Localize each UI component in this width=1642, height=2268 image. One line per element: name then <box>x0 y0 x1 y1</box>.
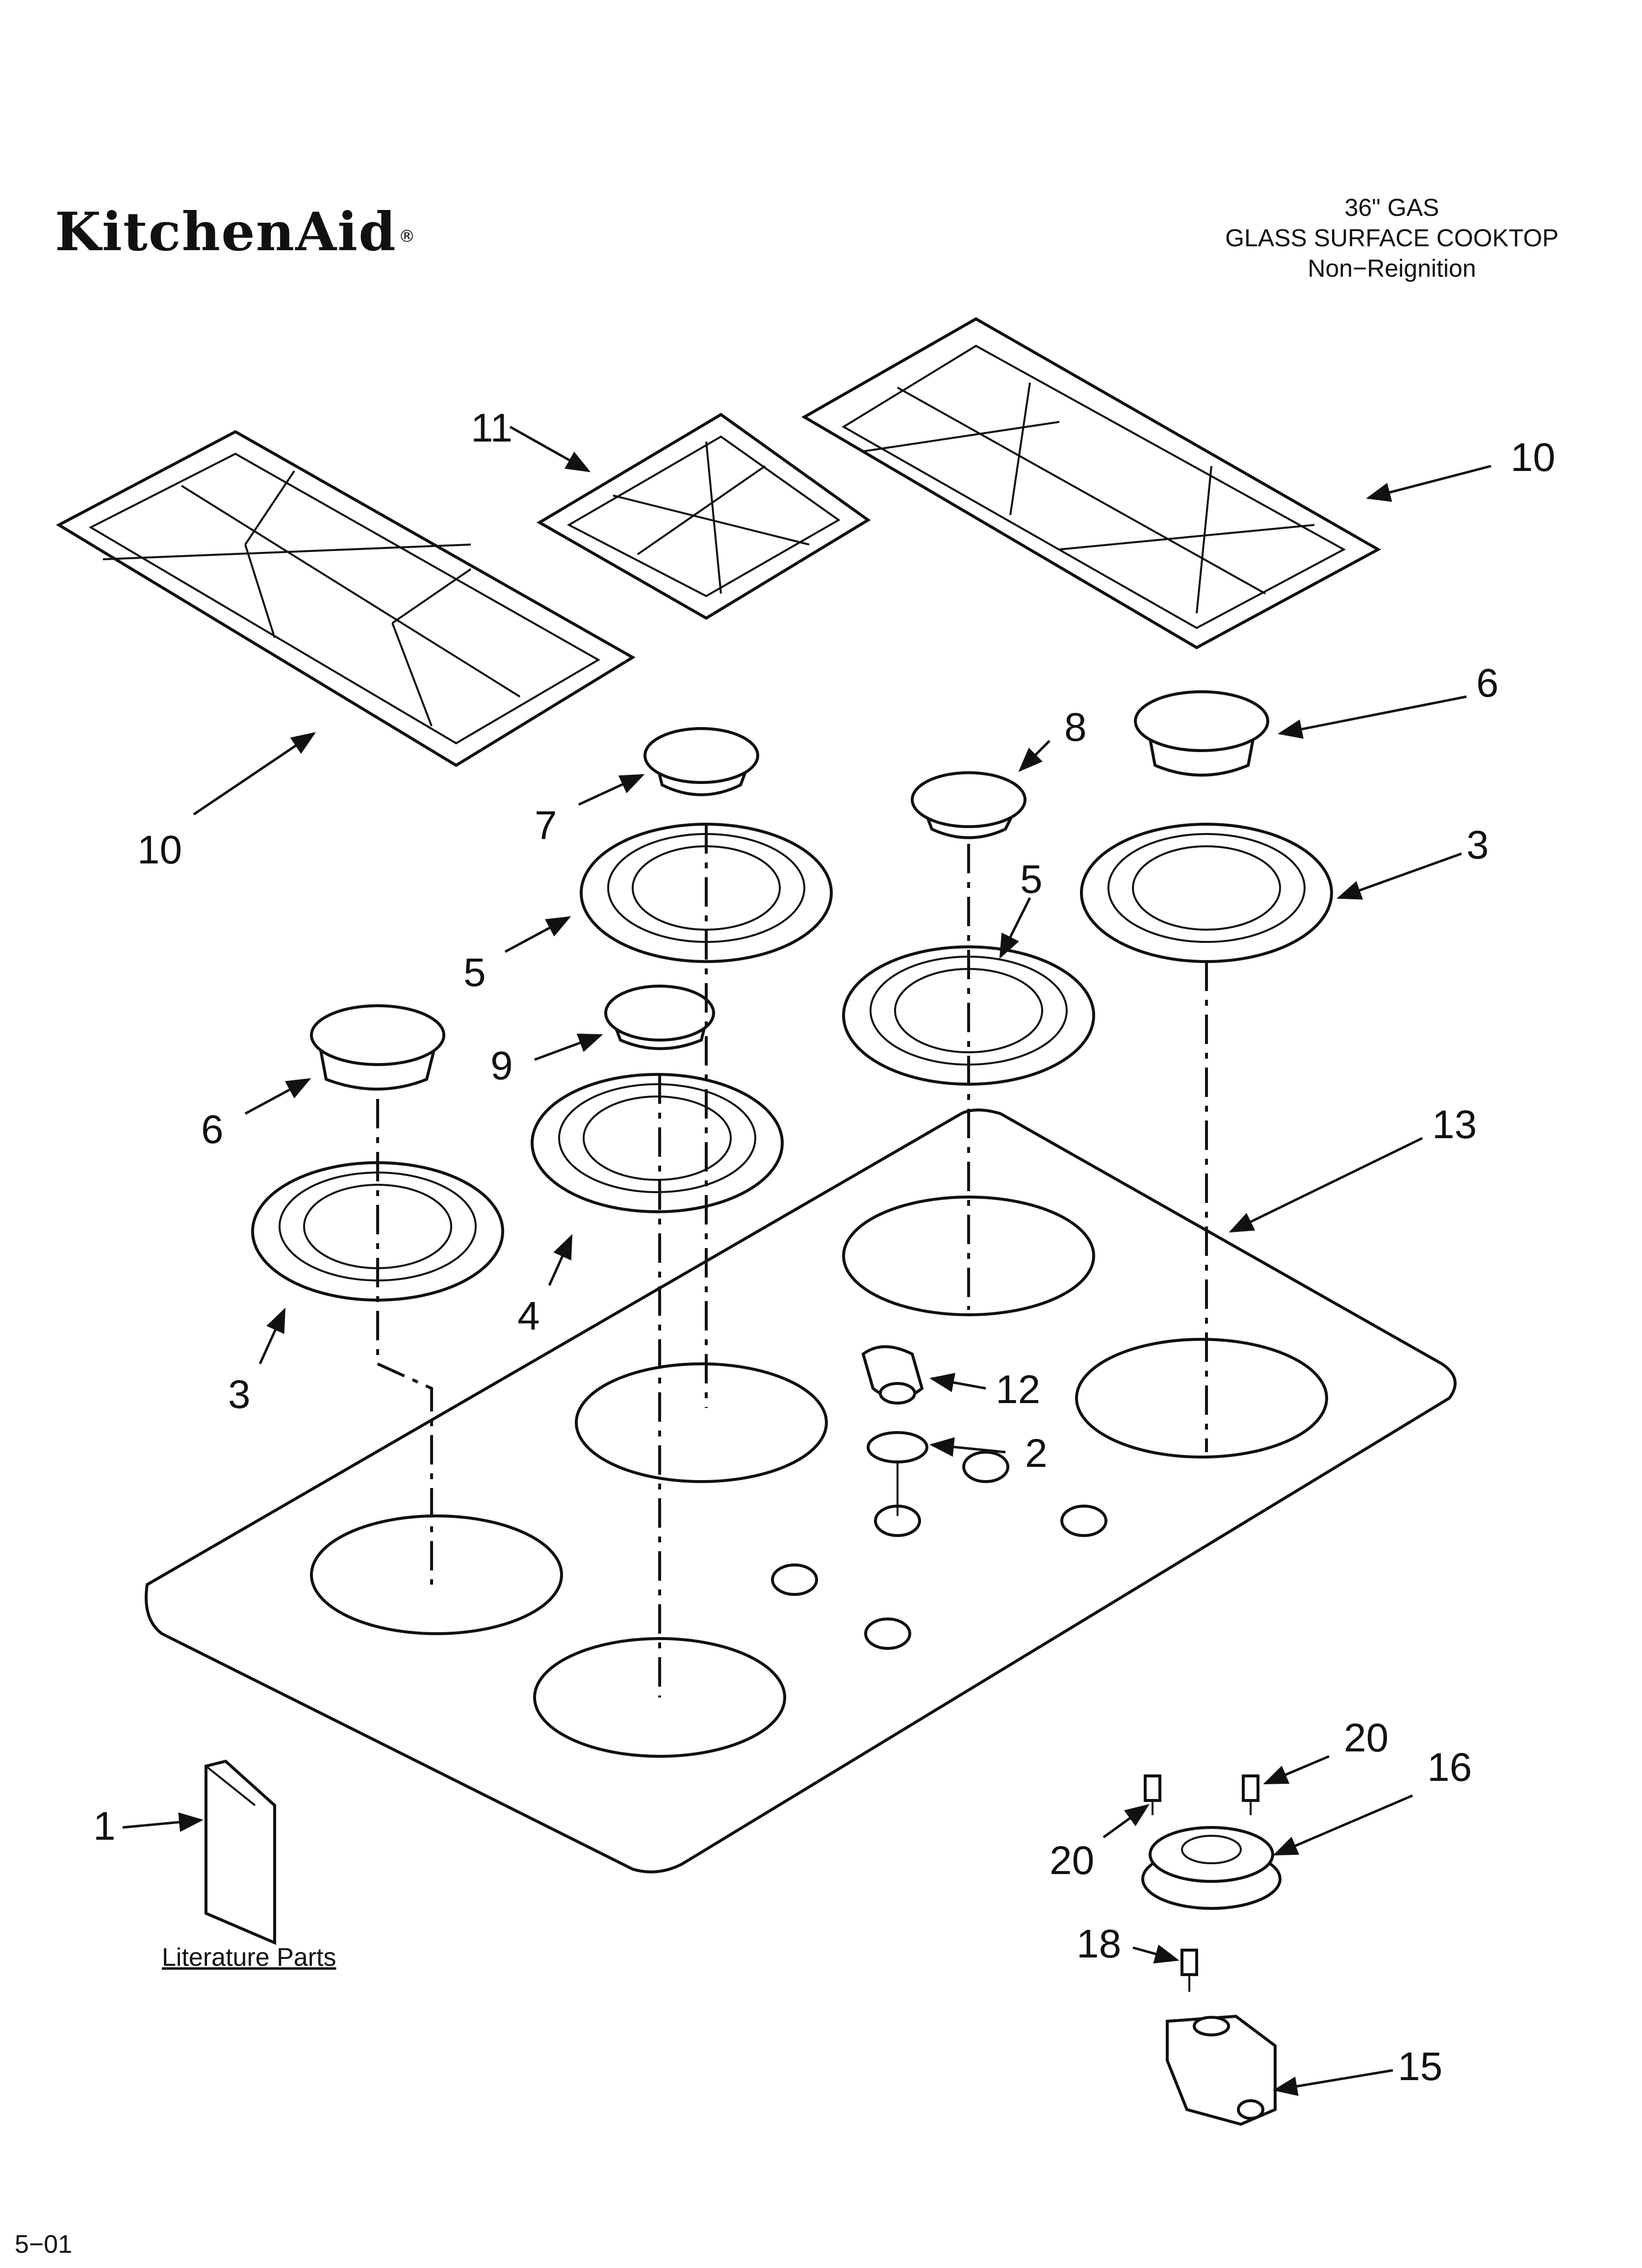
callout-1: 1 <box>93 1804 116 1849</box>
burner-cap-7 <box>643 727 759 796</box>
callout-5-center: 5 <box>1020 857 1043 902</box>
footer-code: 5−01 <box>15 2230 73 2259</box>
callout-12: 12 <box>996 1367 1040 1412</box>
title-line-2: GLASS SURFACE COOKTOP <box>1225 224 1559 252</box>
burner-cap-6-right <box>1134 690 1269 777</box>
literature-parts-booklet <box>205 1759 276 1945</box>
callout-3-left: 3 <box>228 1372 251 1417</box>
callout-7: 7 <box>535 803 557 848</box>
burner-valve-15 <box>1166 2014 1277 2126</box>
callout-8: 8 <box>1064 705 1087 750</box>
title-line-3: Non−Reignition <box>1308 255 1476 282</box>
model-title-block: 36" GAS GLASS SURFACE COOKTOP Non−Reigni… <box>1171 192 1613 284</box>
burner-base-3-right <box>1080 823 1333 963</box>
callout-5-upper: 5 <box>463 950 486 995</box>
assembly-guide-lines <box>376 824 1208 1697</box>
registered-mark: ® <box>398 226 416 246</box>
burner-cap-6-left <box>310 1004 445 1091</box>
screw-18 <box>1180 1949 1198 1992</box>
callout-20-right: 20 <box>1344 1716 1388 1760</box>
kitchenaid-logo: KitchenAid® <box>55 201 416 263</box>
callout-16: 16 <box>1427 1745 1472 1790</box>
callout-9: 9 <box>490 1043 513 1088</box>
callout-6-left: 6 <box>201 1107 224 1152</box>
callout-4: 4 <box>517 1294 540 1338</box>
burner-cap-9 <box>604 985 715 1050</box>
screw-20-left <box>1144 1774 1161 1815</box>
callout-10-left: 10 <box>137 828 182 872</box>
callout-15: 15 <box>1398 2044 1442 2089</box>
leader-lines <box>122 425 1491 2096</box>
callout-11: 11 <box>471 406 513 450</box>
literature-parts-label: Literature Parts <box>162 1943 336 1972</box>
callout-20-left: 20 <box>1050 1838 1094 1883</box>
right-grate <box>801 317 1382 650</box>
control-knob <box>861 1345 928 1516</box>
callout-numbers: 11 10 10 6 8 7 3 5 5 9 6 13 4 3 12 2 1 2… <box>93 406 1555 2089</box>
screw-20-right <box>1242 1774 1259 1815</box>
burner-head-16 <box>1141 1826 1282 1910</box>
callout-6-right: 6 <box>1476 661 1499 705</box>
callout-3-right: 3 <box>1466 823 1489 867</box>
cooktop-glass <box>145 1108 1457 1874</box>
callout-2: 2 <box>1025 1431 1048 1476</box>
left-grate <box>55 430 636 767</box>
callout-18: 18 <box>1077 1922 1121 1966</box>
title-line-1: 36" GAS <box>1344 194 1439 221</box>
burner-base-4 <box>531 1073 784 1213</box>
callout-13: 13 <box>1432 1102 1477 1147</box>
brand-name: KitchenAid <box>55 201 397 263</box>
center-grate <box>537 413 871 620</box>
callout-10-right: 10 <box>1511 435 1555 480</box>
burner-cap-8 <box>911 771 1026 839</box>
